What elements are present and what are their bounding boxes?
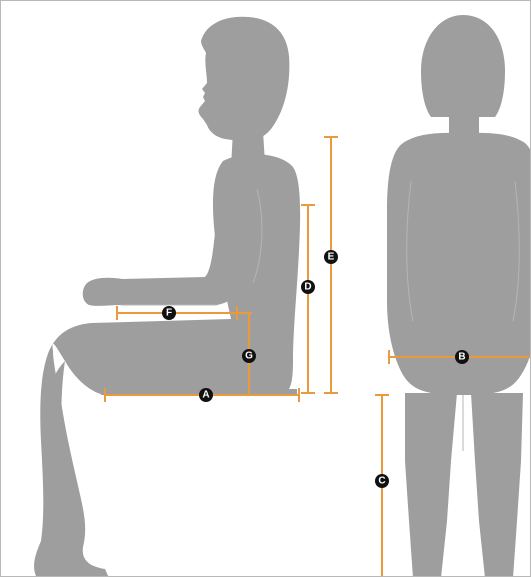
side-arm — [83, 179, 256, 306]
side-view-silhouette — [34, 17, 300, 577]
marker-f-label: F — [166, 308, 172, 319]
side-head — [199, 17, 290, 142]
marker-c: C — [375, 474, 389, 488]
marker-d: D — [301, 280, 315, 294]
marker-g: G — [242, 349, 256, 363]
measure-line-d — [302, 205, 314, 393]
marker-b: B — [455, 350, 469, 364]
front-head — [421, 15, 505, 117]
marker-d-label: D — [304, 282, 311, 293]
marker-b-label: B — [458, 352, 465, 363]
marker-f: F — [162, 306, 176, 320]
front-right-leg — [471, 393, 523, 577]
front-left-leg — [405, 393, 457, 577]
marker-a: A — [199, 388, 213, 402]
side-body — [34, 154, 300, 577]
marker-g-label: G — [245, 351, 253, 362]
measure-line-e — [325, 137, 337, 393]
marker-c-label: C — [378, 476, 385, 487]
marker-a-label: A — [202, 390, 209, 401]
marker-e: E — [324, 250, 338, 264]
marker-e-label: E — [328, 252, 335, 263]
